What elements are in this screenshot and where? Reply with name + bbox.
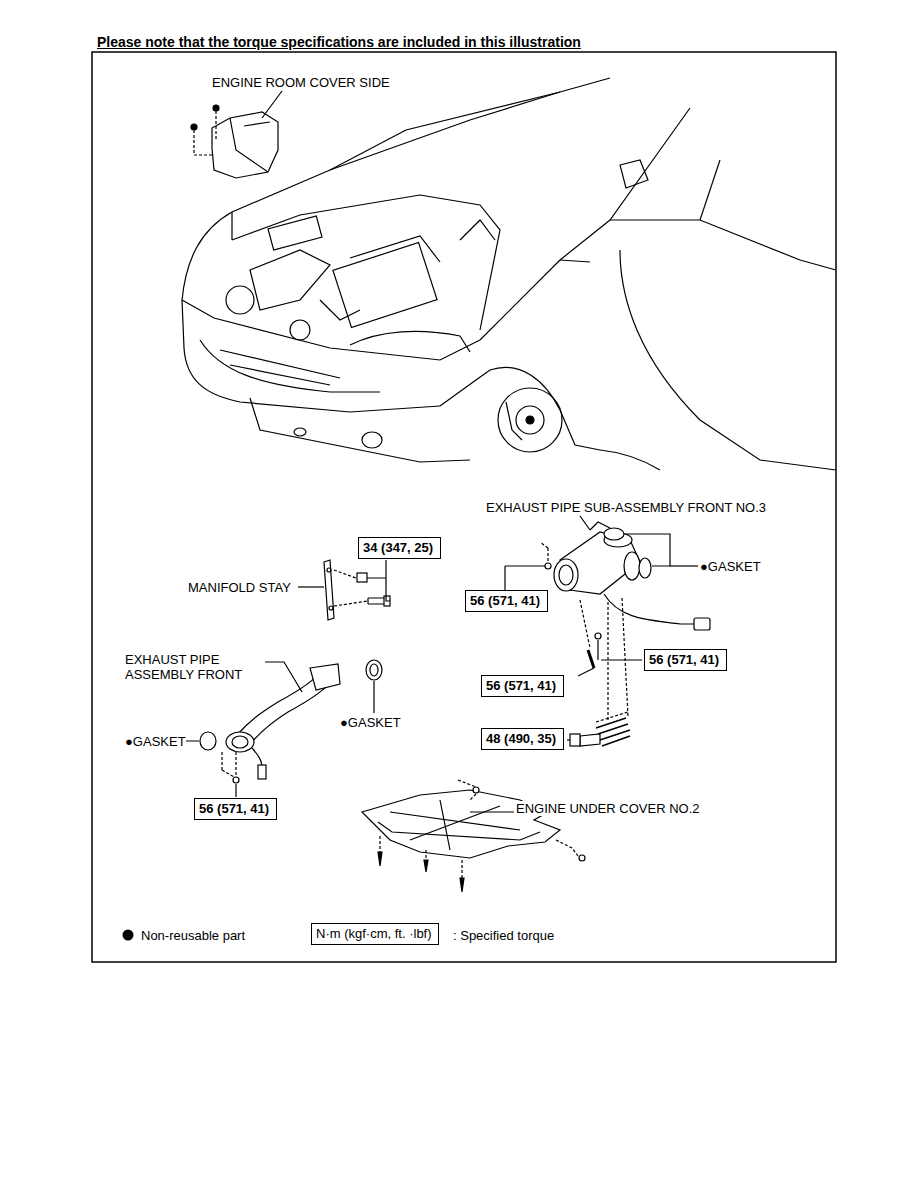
torque-box: 56 (571, 41) bbox=[465, 590, 548, 612]
part-label: ●GASKET bbox=[700, 559, 761, 574]
part-label: ●GASKET bbox=[340, 715, 401, 730]
torque-box: 56 (571, 41) bbox=[194, 798, 277, 820]
part-label: MANIFOLD STAY bbox=[188, 580, 291, 595]
vehicle-front bbox=[182, 78, 836, 470]
torque-box: 34 (347, 25) bbox=[358, 537, 441, 559]
part-label: EXHAUST PIPE ASSEMBLY FRONT bbox=[125, 652, 265, 682]
part-label: EXHAUST PIPE SUB-ASSEMBLY FRONT NO.3 bbox=[486, 500, 766, 515]
part-label: ●GASKET bbox=[125, 734, 186, 749]
exhaust-pipe-no3 bbox=[505, 516, 710, 746]
torque-box: 48 (490, 35) bbox=[481, 728, 564, 750]
torque-value: 34 (347, 25) bbox=[363, 540, 433, 555]
part-label: ENGINE ROOM COVER SIDE bbox=[212, 75, 390, 90]
unit-key: N·m (kgf·cm, ft. ·lbf) bbox=[316, 926, 432, 941]
torque-value: 56 (571, 41) bbox=[199, 801, 269, 816]
frame bbox=[92, 52, 836, 962]
page-title: Please note that the torque specificatio… bbox=[97, 35, 581, 50]
torque-box: 56 (571, 41) bbox=[481, 675, 564, 697]
torque-value: 56 (571, 41) bbox=[649, 652, 719, 667]
manifold-stay bbox=[298, 560, 390, 620]
unit-key-box: N·m (kgf·cm, ft. ·lbf) bbox=[311, 923, 439, 945]
non-reusable-dot bbox=[123, 930, 134, 941]
torque-value: 48 (490, 35) bbox=[486, 731, 556, 746]
cover-side bbox=[191, 91, 282, 178]
torque-box: 56 (571, 41) bbox=[644, 649, 727, 671]
under-cover bbox=[362, 780, 585, 892]
part-label: ENGINE UNDER COVER NO.2 bbox=[516, 801, 699, 816]
legend-text: Non-reusable part bbox=[141, 928, 245, 943]
torque-value: 56 (571, 41) bbox=[486, 678, 556, 693]
legend-text: : Specified torque bbox=[453, 928, 554, 943]
torque-value: 56 (571, 41) bbox=[470, 593, 540, 608]
